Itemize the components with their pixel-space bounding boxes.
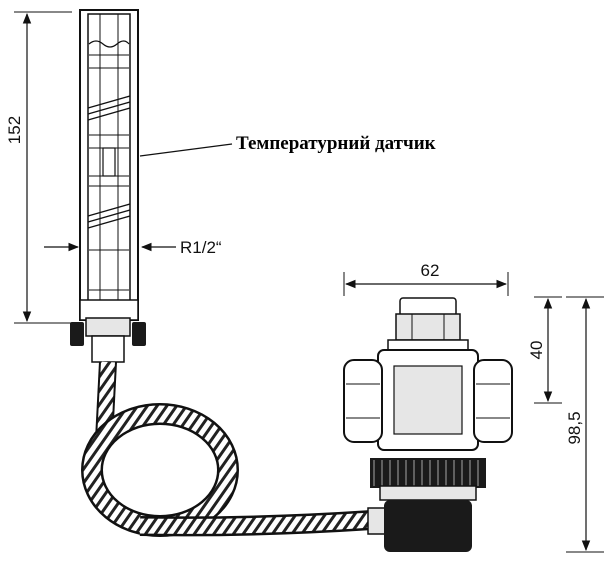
thread-label: R1/2“ xyxy=(180,238,222,257)
dimension-98-5-label: 98,5 xyxy=(565,411,584,444)
dimension-62: 62 xyxy=(344,261,508,296)
dimension-40: 40 xyxy=(527,297,562,403)
dimension-98-5: 98,5 xyxy=(565,297,604,552)
sensor-caption: Температурний датчик xyxy=(236,133,436,154)
dimension-40-label: 40 xyxy=(527,341,546,360)
sensor-callout: Температурний датчик xyxy=(140,133,436,156)
dimension-152-label: 152 xyxy=(5,116,24,144)
dimension-62-label: 62 xyxy=(421,261,440,280)
sensor-connector xyxy=(70,318,146,362)
dimension-152: 152 xyxy=(5,12,72,323)
temperature-sensor xyxy=(80,10,138,320)
